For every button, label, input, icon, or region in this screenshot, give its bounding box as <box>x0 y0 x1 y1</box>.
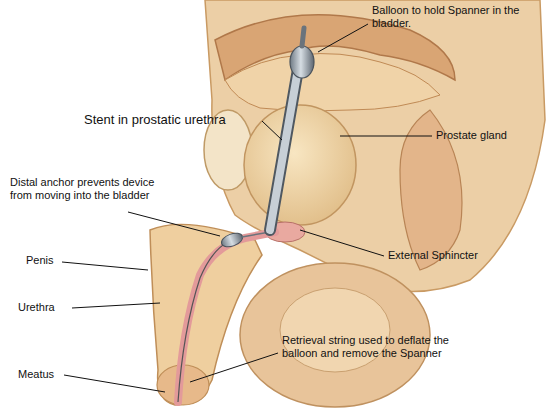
callout-label: Retrieval string used to deflate the bal… <box>282 334 482 360</box>
callout-label: Balloon to hold Spanner in the bladder. <box>372 4 552 30</box>
prostate-gland <box>244 105 356 225</box>
bladder <box>225 54 440 111</box>
penis <box>150 224 262 405</box>
distal-anchor <box>220 231 245 250</box>
callout-label: Distal anchor prevents device from movin… <box>10 176 175 202</box>
urethra <box>178 232 275 402</box>
callout-label: Urethra <box>18 301 55 314</box>
callout-label: External Sphincter <box>388 249 478 262</box>
balloon <box>290 46 314 78</box>
testis <box>280 288 390 372</box>
stent-outline <box>270 52 301 230</box>
callout-label: Penis <box>26 254 54 267</box>
callout-label: Meatus <box>18 368 54 381</box>
catheter-tip <box>302 28 304 46</box>
stent <box>270 52 301 230</box>
callout-label: Stent in prostatic urethra <box>84 112 226 127</box>
callout-label: Prostate gland <box>436 129 507 142</box>
